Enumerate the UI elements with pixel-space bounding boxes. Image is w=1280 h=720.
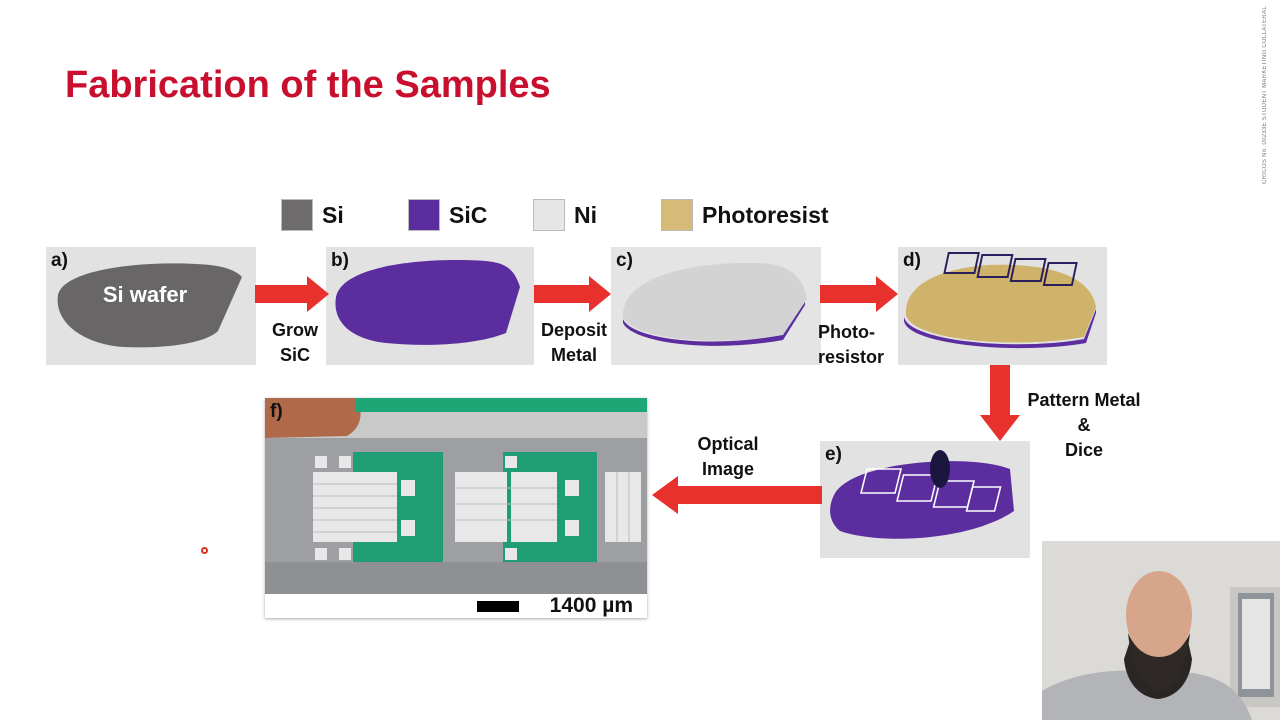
step-grow-line1: Grow bbox=[271, 320, 318, 340]
optical-micrograph bbox=[265, 398, 647, 598]
legend-label-sic: SiC bbox=[449, 201, 488, 228]
panel-b: b) bbox=[326, 247, 534, 365]
right-arrow-icon bbox=[820, 276, 898, 312]
step-grow-line2: SiC bbox=[279, 345, 310, 365]
presenter-video bbox=[1042, 541, 1280, 720]
step-pattern-line1: Pattern Metal bbox=[1027, 390, 1141, 410]
down-arrow-icon bbox=[980, 365, 1020, 441]
mask-pattern bbox=[943, 252, 1078, 286]
step-photo-line2: resistor bbox=[818, 347, 885, 367]
side-note-text: CRICOS No. 00233E STUDENT MARKETING COLL… bbox=[1262, 6, 1268, 184]
legend-item-sic: SiC bbox=[408, 198, 487, 232]
step-grow-sic: Grow SiC bbox=[258, 318, 332, 368]
step-optical-image: Optical Image bbox=[684, 432, 772, 482]
slide-title: Fabrication of the Samples bbox=[65, 64, 551, 106]
step-photoresistor: Photo- resistor bbox=[818, 320, 902, 370]
step-optical-line1: Optical bbox=[697, 434, 759, 454]
sic-wafer-image bbox=[335, 260, 520, 345]
step-pattern-metal-dice: Pattern Metal & Dice bbox=[1014, 388, 1154, 463]
step-optical-line2: Image bbox=[701, 459, 755, 479]
panel-f-tag: f) bbox=[270, 401, 283, 422]
legend-swatch-si bbox=[281, 199, 313, 231]
optical-image-panel: f) 1400 µm bbox=[265, 398, 647, 618]
photoresist-wafer-image bbox=[904, 252, 1096, 349]
right-arrow-icon bbox=[255, 276, 329, 312]
step-pattern-line3: Dice bbox=[1064, 440, 1104, 460]
left-arrow-icon bbox=[652, 476, 822, 514]
scale-bar-label: 1400 µm bbox=[549, 594, 633, 617]
panel-d: d) bbox=[898, 247, 1107, 365]
panel-e: e) bbox=[820, 441, 1030, 558]
step-deposit-line2: Metal bbox=[550, 345, 597, 365]
panel-c: c) bbox=[611, 247, 821, 365]
legend-swatch-photoresist bbox=[661, 199, 693, 231]
legend-label-ni: Ni bbox=[574, 201, 597, 228]
side-note: CRICOS No. 00233E STUDENT MARKETING COLL… bbox=[1262, 6, 1274, 184]
legend-item-photoresist: Photoresist bbox=[661, 198, 829, 232]
presenter-webcam bbox=[1042, 541, 1280, 720]
panel-a: a) bbox=[46, 247, 256, 365]
ni-wafer-image bbox=[622, 262, 807, 346]
legend-item-ni: Ni bbox=[533, 198, 597, 232]
panel-d-tag: d) bbox=[903, 250, 921, 271]
scale-bar bbox=[477, 601, 519, 612]
right-arrow-icon bbox=[534, 276, 611, 312]
panel-e-tag: e) bbox=[825, 444, 842, 465]
panel-c-tag: c) bbox=[616, 250, 633, 271]
electrode-pattern bbox=[860, 468, 1002, 512]
step-deposit-metal: Deposit Metal bbox=[532, 318, 616, 368]
scale-bar-strip: 1400 µm bbox=[265, 594, 647, 618]
step-pattern-line2: & bbox=[1077, 415, 1091, 435]
panel-b-tag: b) bbox=[331, 250, 349, 271]
laser-pointer-icon bbox=[201, 547, 208, 554]
si-wafer-label: Si wafer bbox=[102, 282, 188, 307]
patterned-wafer-image bbox=[830, 450, 1014, 539]
step-deposit-line1: Deposit bbox=[540, 320, 607, 340]
panel-a-tag: a) bbox=[51, 250, 68, 271]
legend-swatch-sic bbox=[408, 199, 440, 231]
finger-lines bbox=[313, 472, 630, 542]
legend-label-photoresist: Photoresist bbox=[702, 201, 829, 228]
legend-swatch-ni bbox=[533, 199, 565, 231]
legend-label-si: Si bbox=[322, 201, 344, 228]
step-photo-line1: Photo- bbox=[818, 322, 875, 342]
legend-item-si: Si bbox=[281, 198, 344, 232]
si-wafer-image bbox=[57, 263, 242, 348]
